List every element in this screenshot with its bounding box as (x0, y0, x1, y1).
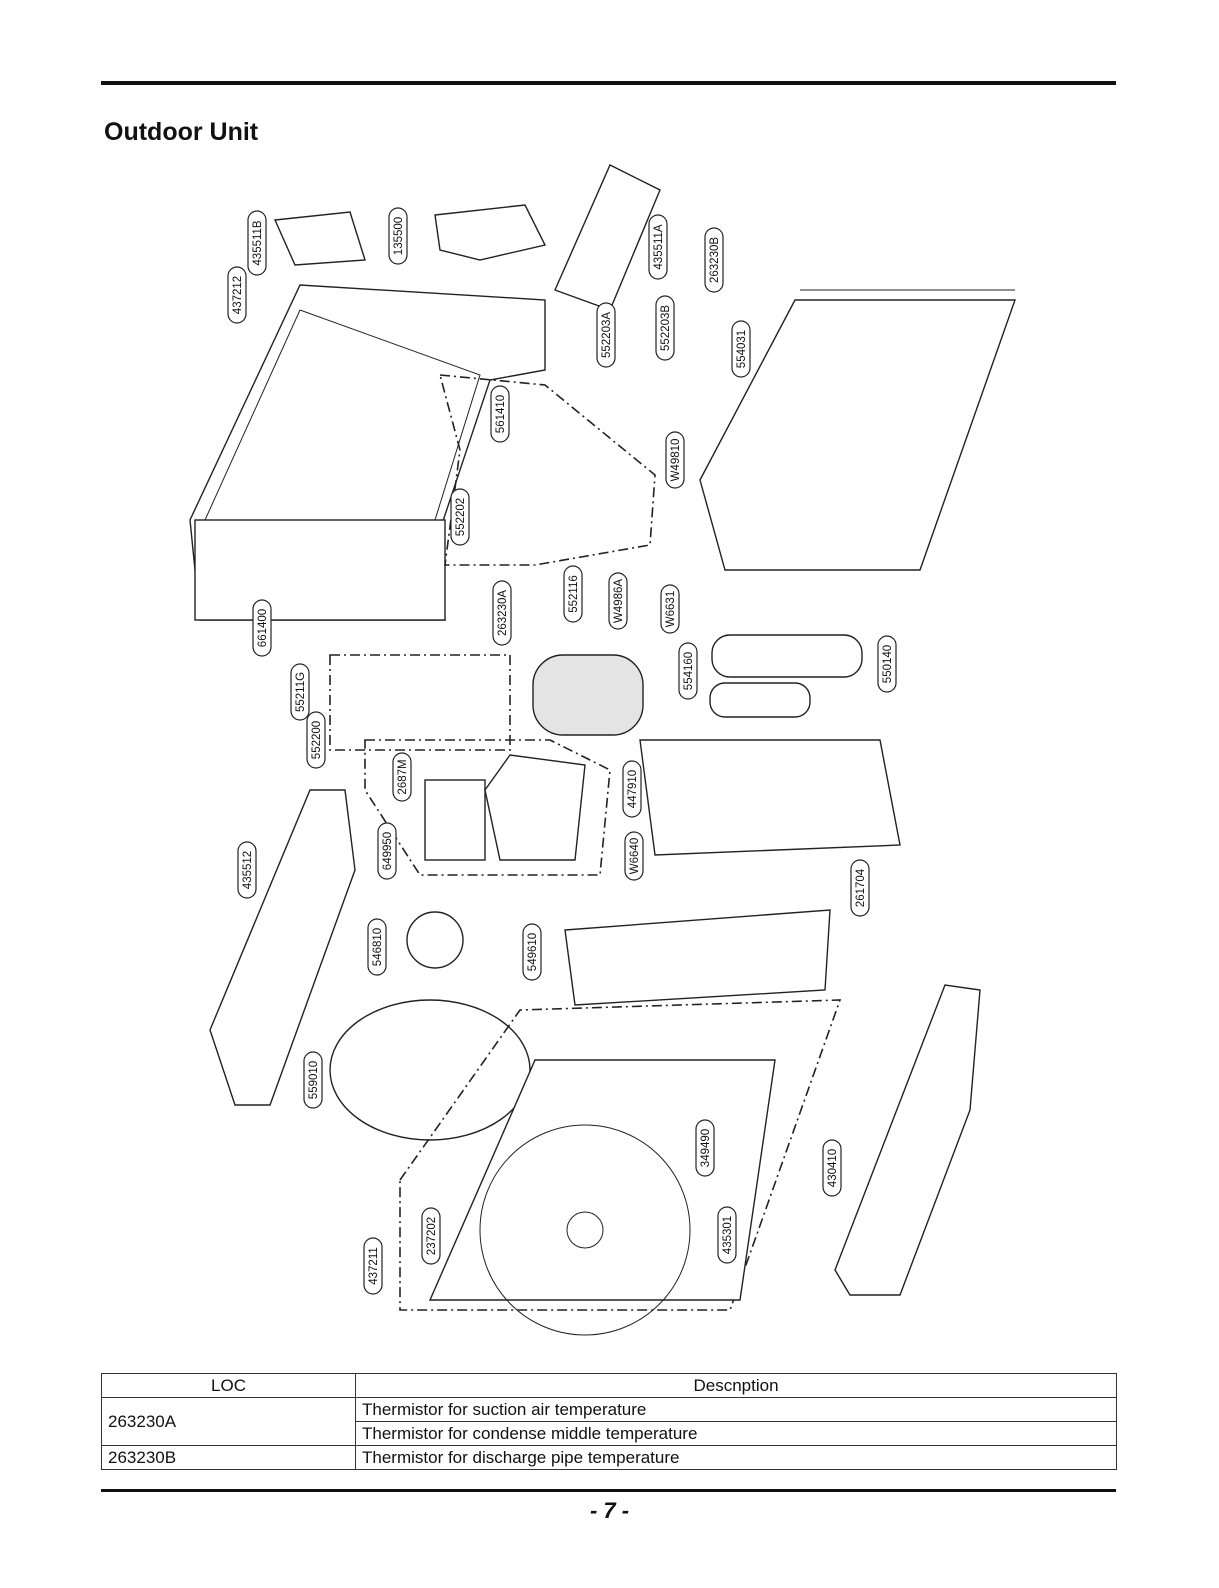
part-label: 263230B (704, 227, 724, 293)
part-label-text: W49810 (670, 439, 682, 482)
part-label: W4986A (608, 572, 628, 630)
part-label-text: 552202 (455, 498, 467, 536)
part-label: 435511A (648, 214, 668, 280)
part-label-text: W6640 (629, 838, 641, 874)
part-label-text: 554160 (683, 652, 695, 690)
part-label-text: 552116 (568, 575, 580, 613)
part-label: 435511B (247, 210, 267, 276)
header-loc: LOC (101, 1373, 356, 1398)
part-label-text: 437212 (232, 276, 244, 314)
part-label-text: 263230B (709, 237, 721, 283)
part-label-text: 55211G (295, 672, 307, 712)
part-label: 447910 (622, 760, 642, 818)
part-label-text: 435511B (252, 220, 264, 266)
table-row: 263230B Thermistor for discharge pipe te… (101, 1445, 1117, 1470)
part-label-text: 561410 (495, 395, 507, 433)
part-label: 135500 (388, 207, 408, 265)
exploded-parts-diagram: 435511B 135500 435511A 263230B 437212 552203A… (189, 164, 1016, 1336)
part-label: 552202 (450, 488, 470, 546)
page-title: Outdoor Unit (104, 118, 259, 146)
part-label: 2687M (392, 752, 412, 802)
part-label: W6640 (624, 831, 644, 881)
part-label-text: 349490 (700, 1129, 712, 1167)
part-label-group: 435511B 135500 435511A 263230B 437212 552203A… (227, 207, 897, 1295)
table-cell-description: Thermistor for suction air temperature (355, 1397, 1117, 1422)
part-label-text: 549610 (527, 933, 539, 971)
table-cell-description: Thermistor for discharge pipe temperatur… (355, 1445, 1117, 1470)
part-label: 561410 (490, 385, 510, 443)
part-label: 437212 (227, 266, 247, 324)
part-label: 550140 (877, 635, 897, 693)
part-label: 552203A (596, 302, 616, 368)
table-cell-loc: 263230B (101, 1445, 356, 1470)
part-label: W49810 (665, 431, 685, 489)
part-label: 549610 (522, 923, 542, 981)
table-row: Thermistor for condense middle temperatu… (102, 1421, 1117, 1446)
part-label-text: 263230A (497, 590, 509, 636)
part-label-text: 261704 (855, 868, 867, 907)
part-label: 261704 (850, 859, 870, 917)
part-label: 649950 (377, 822, 397, 880)
part-label-text: 435301 (722, 1216, 734, 1254)
part-label: 263230A (492, 580, 512, 646)
part-label: 559010 (303, 1051, 323, 1109)
part-label-text: 237202 (426, 1217, 438, 1255)
part-label-text: 437211 (368, 1247, 380, 1285)
part-label-text: 554031 (736, 330, 748, 368)
part-label-text: 435512 (242, 851, 254, 889)
top-rule (101, 81, 1116, 85)
part-label-text: 430410 (827, 1149, 839, 1187)
part-label: 661400 (252, 599, 272, 657)
part-label: 437211 (363, 1237, 383, 1295)
part-label: 349490 (695, 1119, 715, 1177)
part-label-text: 552203B (660, 305, 672, 351)
table-header-row: LOC Descnption (101, 1373, 1117, 1398)
part-label-text: 2687M (397, 759, 409, 794)
part-label-text: W4986A (613, 579, 625, 623)
part-label: 552116 (563, 565, 583, 623)
page-number: - 7 - (589, 1498, 630, 1523)
part-label: 546810 (367, 918, 387, 976)
part-label-text: 552200 (311, 721, 323, 759)
part-label: 552203B (655, 295, 675, 361)
part-label-text: 447910 (627, 770, 639, 808)
part-label-text: 661400 (257, 609, 269, 647)
table-cell-loc: 263230A (101, 1397, 356, 1446)
part-label-text: 135500 (393, 217, 405, 255)
part-label: 435301 (717, 1206, 737, 1264)
part-label: 554031 (731, 320, 751, 378)
part-label-text: 649950 (382, 832, 394, 870)
parts-table: LOC Descnption 263230A Thermistor for su… (101, 1373, 1117, 1470)
part-label: 552200 (306, 711, 326, 769)
part-label: 55211G (290, 663, 310, 721)
part-label-text: W6631 (665, 591, 677, 627)
part-label: 554160 (678, 642, 698, 700)
part-label: 237202 (421, 1207, 441, 1265)
part-label-text: 435511A (653, 224, 665, 270)
part-label: 430410 (822, 1139, 842, 1197)
header-description: Descnption (355, 1373, 1117, 1398)
part-label-text: 546810 (372, 928, 384, 966)
part-shapes (189, 164, 1016, 1336)
table-cell-description: Thermistor for condense middle temperatu… (355, 1421, 1117, 1446)
table-row: 263230A Thermistor for suction air tempe… (101, 1397, 1117, 1446)
bottom-rule (101, 1489, 1116, 1492)
part-label: 435512 (237, 841, 257, 899)
part-label-text: 559010 (308, 1061, 320, 1099)
part-label-text: 552203A (601, 312, 613, 358)
part-label-text: 550140 (882, 645, 894, 683)
part-label: W6631 (660, 584, 680, 634)
